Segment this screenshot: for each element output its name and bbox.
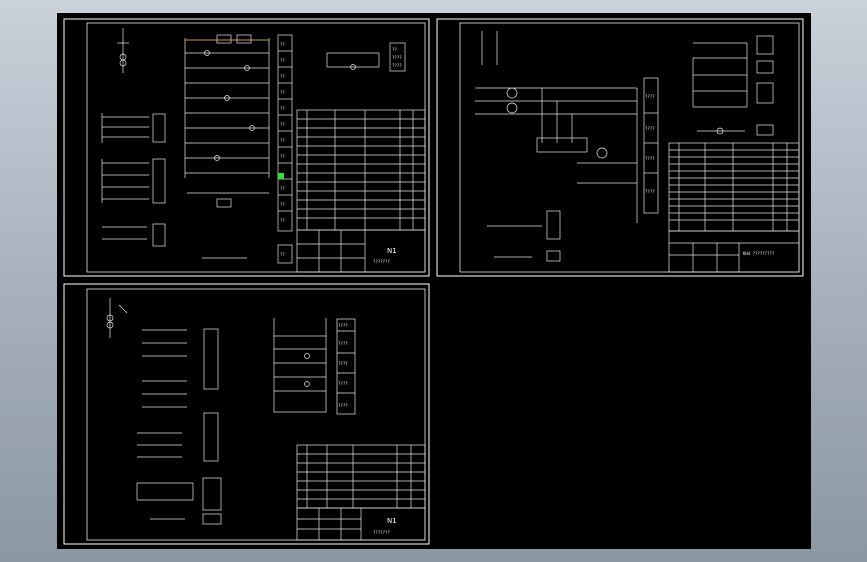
side-note: ???? — [392, 55, 402, 60]
title-block-name: ??????? — [373, 530, 390, 535]
sheet1-terminal-strip: ?? ?? ?? ?? ?? ?? ?? ?? ?? ?? ?? ?? — [277, 34, 293, 264]
sheet1-control-ladder — [184, 34, 270, 259]
terminal-label: ?? — [280, 74, 285, 79]
sheet1-contact-group-c — [102, 223, 166, 247]
sheet-1[interactable]: ?? ?? ?? ?? ?? ?? ?? ?? ?? ?? ?? ?? ?? ?… — [63, 18, 430, 277]
title-block-name: ??????? — [373, 259, 390, 264]
sheet3-title-block: N1 ??????? — [296, 507, 426, 541]
title-block-code: N1 — [387, 247, 397, 255]
terminal-label: ?? — [280, 252, 285, 257]
terminal-label: ?? — [280, 186, 285, 191]
sheet2-transformer-diagram — [475, 31, 638, 262]
side-note: ???? — [338, 403, 348, 408]
side-note: ???? — [645, 94, 655, 99]
side-note: ???? — [338, 381, 348, 386]
side-note: ???? — [338, 361, 348, 366]
selected-entity-marker[interactable] — [278, 173, 284, 179]
terminal-label: ?? — [280, 42, 285, 47]
sheet1-title-block: N1 ??????? — [296, 229, 426, 273]
sheet-2[interactable]: ???? ???? ???? ???? — [436, 18, 804, 277]
terminal-label: ?? — [280, 202, 285, 207]
title-block-code: N1 — [387, 517, 397, 525]
drawing-viewport[interactable]: ?? ?? ?? ?? ?? ?? ?? ?? ?? ?? ?? ?? ?? ?… — [57, 13, 811, 549]
empty-layout-area — [437, 284, 803, 544]
terminal-label: ?? — [280, 154, 285, 159]
sheet2-side-panel: ???? ???? ???? ???? — [643, 77, 659, 214]
sheet2-bom-table — [668, 142, 800, 232]
side-note: ???? — [338, 323, 348, 328]
sheet2-control-ladder — [692, 35, 774, 136]
side-note: ?? — [392, 47, 397, 52]
side-note: ???? — [392, 63, 402, 68]
sheet3-breaker-symbol — [106, 298, 128, 338]
terminal-label: ?? — [280, 138, 285, 143]
sheet1-contact-group-a — [101, 113, 166, 143]
terminal-label: ?? — [280, 218, 285, 223]
sheet1-aux-diagram: ?? ???? ???? — [326, 42, 406, 72]
drawing-canvas: ?? ?? ?? ?? ?? ?? ?? ?? ?? ?? ?? ?? ?? ?… — [63, 18, 804, 545]
terminal-label: ?? — [280, 122, 285, 127]
sheet2-title-block: KH4 ????????? — [668, 230, 800, 273]
side-note: ???? — [338, 341, 348, 346]
sheet1-contact-group-b — [101, 158, 166, 204]
sheet3-bottom-circuit — [136, 477, 222, 525]
side-note: ???? — [645, 126, 655, 131]
sheet3-control-ladder — [273, 318, 327, 413]
side-note: ???? — [645, 156, 655, 161]
sheet3-side-notes: ???? ???? ???? ???? ???? — [336, 318, 356, 415]
terminal-label: ?? — [280, 90, 285, 95]
sheet1-bom-table — [296, 109, 426, 231]
side-note: ???? — [645, 189, 655, 194]
sheet-3[interactable]: ???? ???? ???? ???? ???? — [63, 283, 430, 545]
sheet3-bom-table — [296, 444, 426, 509]
sheet3-contact-groups — [137, 328, 219, 462]
terminal-label: ?? — [280, 58, 285, 63]
terminal-label: ?? — [280, 106, 285, 111]
sheet1-breaker-symbol — [117, 28, 129, 73]
title-block-name: KH4 ????????? — [743, 251, 775, 256]
